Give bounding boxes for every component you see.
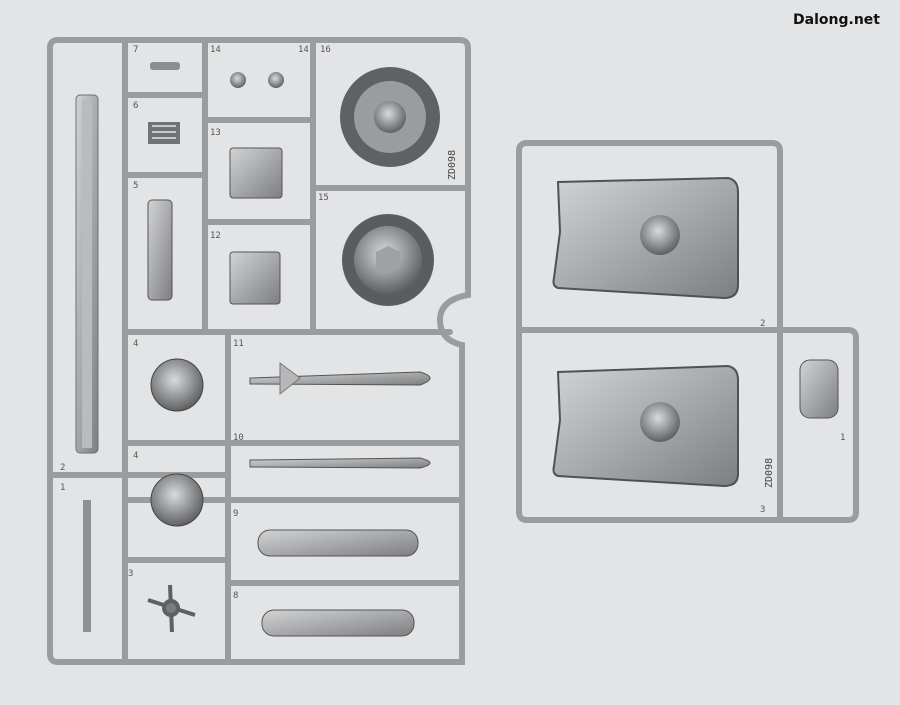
armor-plate-upper [552,176,739,300]
part-12 [229,251,281,305]
part-number: 2 [60,463,65,473]
missile-11 [249,362,431,396]
part-number: 1 [840,433,845,443]
part-4a [150,358,204,412]
part-13 [229,147,283,199]
part-number: 6 [133,101,138,111]
right-part-numbers: 2 1 3 ZD098 [760,319,845,515]
part-number: 12 [210,231,221,241]
part-6 [148,122,180,144]
long-bar-part [75,94,99,454]
small-hatch-part [799,359,839,419]
part-number: 3 [760,505,765,515]
missile-10 [249,457,431,469]
part-14b [268,72,284,88]
left-part-numbers: 7 14 14 16 6 13 5 15 12 4 11 4 10 2 1 9 … [60,45,458,601]
part-14a [230,72,246,88]
watermark: Dalong.net [793,12,880,28]
part-number: 3 [128,569,133,579]
part-7 [150,62,180,70]
part-5 [147,199,173,301]
part-number: 5 [133,181,138,191]
part-number: 15 [318,193,329,203]
part-number: 9 [233,509,238,519]
part-15-disc [342,214,434,306]
part-number: 16 [320,45,331,55]
part-number: 1 [60,483,65,493]
left-sprue [47,37,471,665]
part-number: 14 [210,45,221,55]
rod-part [83,500,91,632]
part-number: 2 [760,319,765,329]
part-number: 4 [133,339,138,349]
part-number: 7 [133,45,138,55]
pod-8 [261,609,415,637]
sprue-code: ZD098 [447,150,458,180]
part-number: 14 [298,45,309,55]
part-16-disc [340,67,440,167]
part-number: 8 [233,591,238,601]
part-number: 11 [233,339,244,349]
part-number: 4 [133,451,138,461]
pod-9 [257,529,419,557]
part-4b [150,473,204,527]
part-number: 13 [210,128,221,138]
right-sprue [516,140,859,523]
sprue-code: ZD098 [764,458,775,488]
part-number: 10 [233,433,244,443]
armor-plate-lower [552,364,739,488]
part-3 [147,584,196,633]
